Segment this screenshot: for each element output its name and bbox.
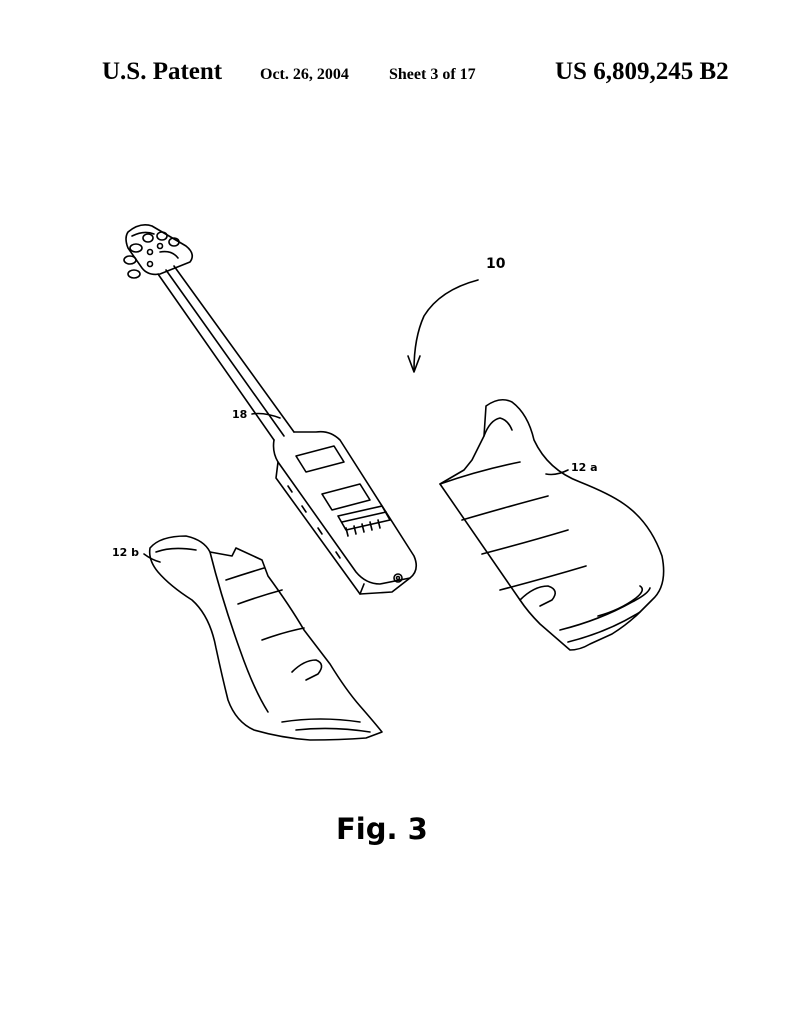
header-date: Oct. 26, 2004: [260, 66, 349, 83]
header-patent-label: U.S. Patent: [102, 58, 223, 85]
header-sheet: Sheet 3 of 17: [389, 66, 476, 83]
figure-caption: Fig. 3: [336, 812, 428, 846]
ref-label-assembly: 10: [486, 256, 506, 272]
header-patent-number: US 6,809,245 B2: [555, 58, 729, 85]
guitar-neck-drawing: [123, 224, 418, 595]
ref-label-neck: 18: [232, 408, 247, 421]
shell-12a-drawing: [439, 398, 665, 651]
leader-lines: [143, 279, 569, 563]
shell-12b-drawing: [148, 535, 383, 741]
ref-label-shell-a: 12 a: [571, 461, 598, 474]
ref-label-shell-b: 12 b: [112, 546, 139, 559]
